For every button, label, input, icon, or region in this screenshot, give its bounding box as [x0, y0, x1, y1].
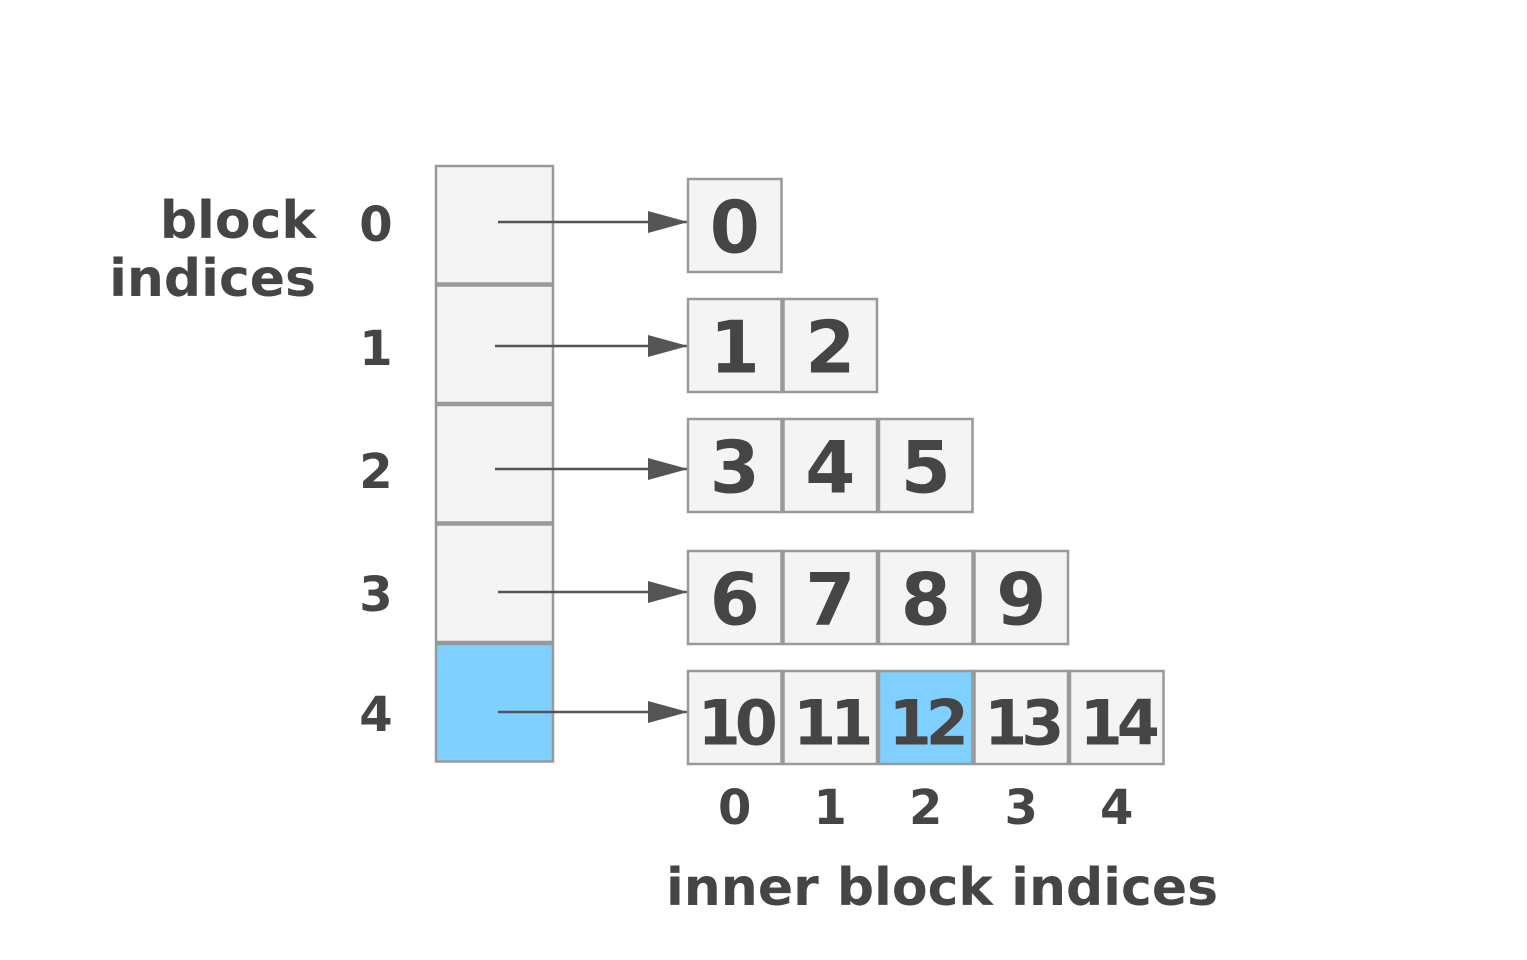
block-pointer-arrows — [495, 211, 688, 723]
outer-block-cell — [434, 642, 555, 763]
inner-block-value: 3 — [710, 426, 760, 510]
inner-block-value: 1 — [710, 306, 760, 390]
inner-block-cell — [686, 549, 783, 646]
block-indices-label-line2: indices — [109, 249, 316, 309]
outer-block-array — [434, 164, 555, 763]
inner-block-indices-label: inner block indices — [666, 858, 1218, 918]
inner-block-cell — [782, 669, 879, 766]
inner-block-value: 9 — [996, 558, 1046, 642]
inner-index-label: 4 — [1100, 780, 1133, 836]
block-index-label: 4 — [359, 687, 392, 743]
inner-block-value: 2 — [805, 306, 855, 390]
inner-block-cell — [1068, 669, 1165, 766]
outer-block-cell — [434, 164, 555, 285]
inner-block-value: 8 — [901, 558, 951, 642]
inner-block-value: 7 — [805, 558, 855, 642]
outer-block-cell — [434, 523, 555, 644]
inner-block-cell — [877, 549, 974, 646]
inner-index-labels: 0 1 2 3 4 — [718, 780, 1133, 836]
inner-block-value: 11 — [793, 687, 869, 760]
inner-block-cell — [686, 669, 783, 766]
inner-block-value: 6 — [710, 558, 760, 642]
block-index-label: 1 — [359, 321, 392, 377]
inner-block-cell — [782, 297, 879, 394]
block-index-label: 3 — [359, 567, 392, 623]
inner-index-label: 1 — [814, 780, 847, 836]
inner-block-cell — [686, 297, 783, 394]
inner-block-cell — [877, 417, 974, 514]
inner-block-cell — [782, 549, 879, 646]
outer-block-cell — [434, 403, 555, 524]
inner-block-cell — [782, 417, 879, 514]
inner-block-value: 14 — [1080, 687, 1158, 760]
inner-block-value: 4 — [805, 426, 855, 510]
inner-block-value: 10 — [698, 687, 776, 760]
inner-index-label: 3 — [1005, 780, 1038, 836]
inner-block-cell — [973, 669, 1070, 766]
inner-block-cell — [686, 417, 783, 514]
inner-block-value: 13 — [984, 687, 1060, 760]
inner-index-label: 2 — [909, 780, 942, 836]
inner-block-value: 5 — [901, 426, 951, 510]
block-index-label: 0 — [359, 197, 392, 253]
block-index-labels: 0 1 2 3 4 — [359, 197, 392, 743]
block-index-label: 2 — [359, 444, 392, 500]
inner-index-label: 0 — [718, 780, 751, 836]
outer-block-cell — [434, 284, 555, 405]
inner-block-cell — [877, 669, 974, 766]
inner-block-value: 0 — [710, 186, 760, 270]
inner-block-cell — [686, 177, 783, 274]
inner-block-value: 12 — [889, 687, 964, 760]
block-indices-label-line1: block — [160, 191, 318, 251]
inner-block-cell — [973, 549, 1070, 646]
